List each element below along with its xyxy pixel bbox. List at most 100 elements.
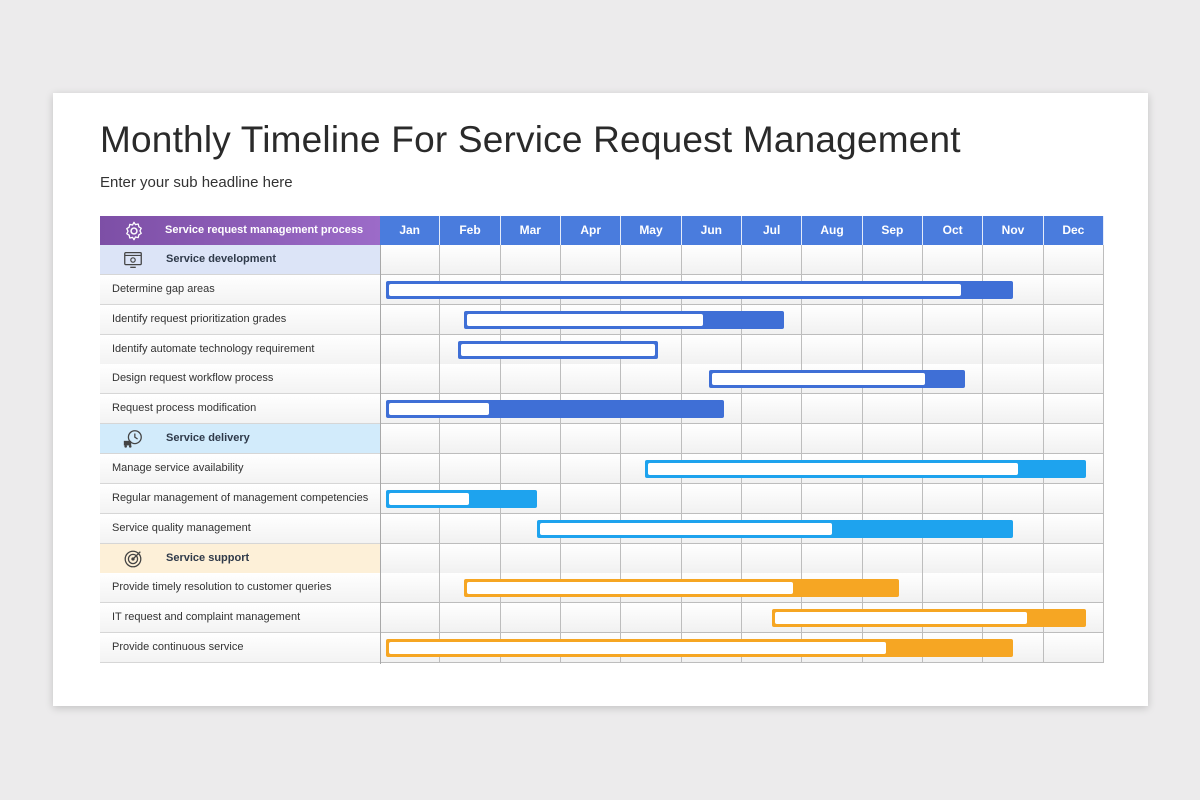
timeline-cells [380,274,1104,305]
timeline-cells [380,483,1104,514]
task-bar[interactable] [708,370,966,389]
timeline-cells [380,543,1104,574]
task-bar[interactable] [386,400,724,419]
category-row: Service delivery [100,424,1104,455]
task-row: IT request and complaint management [100,603,1104,634]
task-bar[interactable] [386,280,1014,299]
task-bar[interactable] [772,609,1086,628]
grid-cell [681,245,742,275]
grid-cell [862,245,923,275]
grid-cell [923,245,984,275]
task-bar[interactable] [464,579,899,598]
task-label: Request process modification [112,402,257,415]
grid-cell [561,543,622,574]
task-label: Regular management of management compete… [112,491,369,504]
task-name-cell: Provide timely resolution to customer qu… [100,573,380,604]
grid-cell [380,364,441,395]
grid-cell [1043,334,1104,365]
grid-cell [681,543,742,574]
grid-cell [380,245,441,275]
grid-cell [983,364,1044,395]
grid-cell [983,334,1044,365]
task-label: IT request and complaint management [112,611,301,624]
monitor-gear-icon [124,252,142,268]
grid-cell [440,453,501,484]
grid-cell [621,603,682,634]
task-bar-progress [389,642,887,655]
task-label: Determine gap areas [112,282,215,295]
task-row: Design request workflow process [100,364,1104,395]
timeline-cells [380,453,1104,484]
grid-cell [561,453,622,484]
grid-cell [862,394,923,425]
month-header-sep: Sep [862,216,923,245]
task-name-cell: Provide continuous service [100,633,380,664]
timeline-cells [380,394,1104,425]
category-row: Service development [100,245,1104,275]
clock-truck-icon [123,430,142,448]
grid-cell [1043,424,1104,455]
grid-cell [983,304,1044,335]
task-name-cell: Determine gap areas [100,274,380,305]
grid-cell [802,304,863,335]
grid-cell [802,483,863,514]
grid-cell [802,245,863,275]
task-column-header-label: Service request management process [165,224,364,236]
page-subtitle: Enter your sub headline here [100,174,293,191]
grid-cell [742,424,803,455]
slide: Monthly Timeline For Service Request Man… [53,93,1148,706]
task-name-cell: Regular management of management compete… [100,483,380,514]
grid-cell [983,573,1044,604]
month-header-dec: Dec [1043,216,1104,245]
grid-cell [1043,573,1104,604]
grid-cell [923,334,984,365]
task-name-cell: Manage service availability [100,453,380,484]
task-name-cell: IT request and complaint management [100,603,380,634]
timeline-cells [380,304,1104,335]
task-bar-progress [467,582,794,595]
task-row: Request process modification [100,394,1104,425]
month-header-nov: Nov [983,216,1044,245]
grid-cell [923,424,984,455]
timeline-cells [380,513,1104,544]
category-label: Service delivery [166,432,250,445]
task-bar-progress [389,283,961,296]
timeline-cells [380,424,1104,455]
grid-cell [621,483,682,514]
task-bar[interactable] [464,310,785,329]
task-bar[interactable] [536,519,1014,538]
grid-cell [1043,543,1104,574]
grid-cell [500,453,561,484]
timeline-cells [380,573,1104,604]
grid-cell [380,513,441,544]
grid-cell [862,334,923,365]
target-icon [124,550,142,567]
grid-cell [862,543,923,574]
grid-cell [561,364,622,395]
grid-cell [621,424,682,455]
grid-cell [983,245,1044,275]
category-label: Service support [166,551,250,564]
grid-cell [621,543,682,574]
task-bar[interactable] [386,639,1014,658]
task-bar-progress [775,612,1028,625]
task-row: Regular management of management compete… [100,483,1104,514]
grid-cell [802,424,863,455]
grid-cell [681,424,742,455]
grid-cell [923,543,984,574]
grid-cell [380,424,441,455]
task-bar-progress [711,373,925,386]
grid-cell [742,334,803,365]
task-bar[interactable] [386,489,537,508]
grid-cell [742,394,803,425]
task-column-header: Service request management process [100,216,380,245]
task-bar[interactable] [645,459,1086,478]
month-header-feb: Feb [440,216,501,245]
timeline-cells [380,603,1104,634]
grid-cell [380,543,441,574]
task-label: Provide timely resolution to customer qu… [112,581,332,594]
category-cell: Service support [100,543,380,574]
task-bar[interactable] [458,340,658,359]
grid-cell [500,543,561,574]
grid-cell [923,573,984,604]
